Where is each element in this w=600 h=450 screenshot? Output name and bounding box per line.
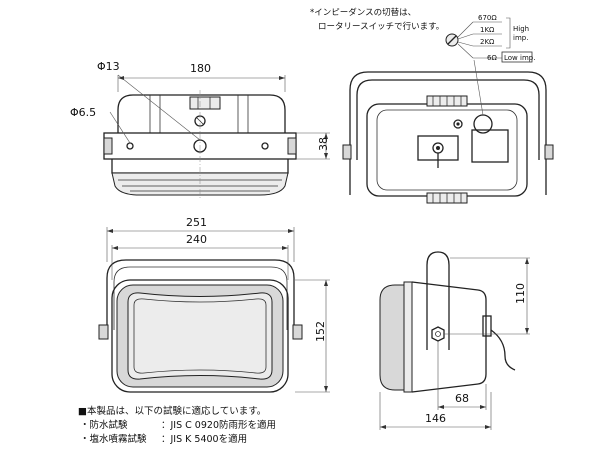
high-imp-label-1: High (513, 25, 529, 33)
front-view: 251 240 152 (98, 216, 330, 393)
rear-switch-shaft (456, 122, 460, 126)
low-imp-box (501, 51, 533, 63)
arrow (288, 229, 294, 233)
high-imp-label-2: imp. (513, 34, 528, 42)
side-front-rim (379, 284, 405, 391)
front-frame (111, 279, 289, 393)
rear-body (366, 103, 528, 197)
top-housing-outline (117, 94, 286, 133)
arrow (525, 258, 529, 264)
arrow (107, 229, 113, 233)
side-terminal (482, 315, 492, 337)
dim-label-240: 240 (186, 233, 207, 246)
rear-switch-cover (471, 129, 509, 163)
arrow (380, 425, 386, 429)
compliance-saltspray-value: ：JIS K 5400を適用 (161, 433, 247, 445)
side-bolt (431, 326, 445, 342)
arrow (485, 425, 491, 429)
impedance-2k: 2KΩ (480, 38, 495, 46)
dim-label-152: 152 (314, 321, 327, 342)
dim-label-68: 68 (455, 392, 469, 405)
arrow (525, 328, 529, 334)
side-body (411, 281, 487, 393)
arrow (118, 76, 124, 80)
rear-body-inner (376, 109, 518, 191)
top-label-plate (189, 96, 221, 110)
front-knob-left (98, 324, 109, 340)
front-bracket-inner (113, 266, 288, 330)
high-imp-bracket (506, 17, 511, 49)
arrow (438, 405, 444, 409)
top-bracket-hole-right (261, 142, 269, 150)
dim-label-146: 146 (425, 412, 446, 425)
dim-label-110: 110 (514, 283, 527, 304)
rear-view: *インピーダンスの切替は、 ロータリースイッチで行います。 670Ω 1KΩ 2… (310, 7, 554, 204)
side-bolt-center (435, 331, 441, 337)
rear-rotary-switch (453, 119, 463, 129)
top-view: Φ13 180 Φ6.5 38 (70, 60, 330, 200)
side-cable (490, 329, 516, 371)
leader-phi13 (117, 74, 201, 141)
test-compliance-notes: ■本製品は、以下の試験に適応しています。 ・防水試験 ：JIS C 0920防雨… (78, 405, 276, 445)
leader-switch (473, 59, 484, 116)
rear-knob-left (342, 144, 352, 160)
side-view: 110 68 146 (379, 251, 530, 430)
impedance-1k: 1KΩ (480, 26, 495, 34)
dim-label-phi65: Φ6.5 (70, 106, 96, 119)
front-knob-right (292, 324, 303, 340)
dim-label-180: 180 (190, 62, 211, 75)
impedance-note-line2: ロータリースイッチで行います。 (318, 21, 444, 32)
dim-label-38: 38 (317, 137, 330, 151)
arrow (324, 153, 328, 159)
dim-label-251: 251 (186, 216, 207, 229)
front-grille (127, 292, 273, 380)
impedance-670: 670Ω (478, 14, 497, 22)
arrow (480, 405, 486, 409)
compliance-saltspray-label: ・塩水噴霧試験 (80, 433, 147, 445)
arrow (324, 133, 328, 139)
top-bracket-knob-left (103, 137, 113, 155)
rear-bracket-outer (356, 79, 540, 160)
compliance-waterproof-value: ：JIS C 0920防雨形を適用 (161, 419, 276, 431)
compliance-waterproof-label: ・防水試験 (80, 419, 128, 431)
compliance-heading: ■本製品は、以下の試験に適応しています。 (78, 405, 266, 417)
arrow (324, 280, 328, 286)
impedance-6: 6Ω (487, 54, 497, 62)
arrow (324, 386, 328, 392)
rear-bracket-frame (349, 71, 547, 195)
rear-cable-core (436, 146, 440, 150)
front-grille-inner (133, 298, 267, 374)
leader-1k (457, 33, 474, 40)
top-bracket-knob-right (287, 137, 297, 155)
leader-6 (457, 43, 474, 59)
arrow (279, 76, 285, 80)
low-imp-label: Low imp. (504, 54, 535, 62)
leader-2k (457, 41, 474, 47)
side-rim-band (403, 281, 413, 393)
leader-phi65 (109, 111, 131, 144)
dim-label-phi13: Φ13 (97, 60, 120, 73)
side-bracket-arm (426, 251, 450, 350)
front-bracket (106, 259, 295, 330)
arrow (112, 246, 118, 250)
impedance-note-line1: *インピーダンスの切替は、 (310, 7, 416, 18)
leader-670 (457, 21, 474, 38)
rear-knob-right (544, 144, 554, 160)
arrow (282, 246, 288, 250)
top-bracket-hole-left (126, 142, 134, 150)
switch-diagram-slot (447, 35, 457, 45)
